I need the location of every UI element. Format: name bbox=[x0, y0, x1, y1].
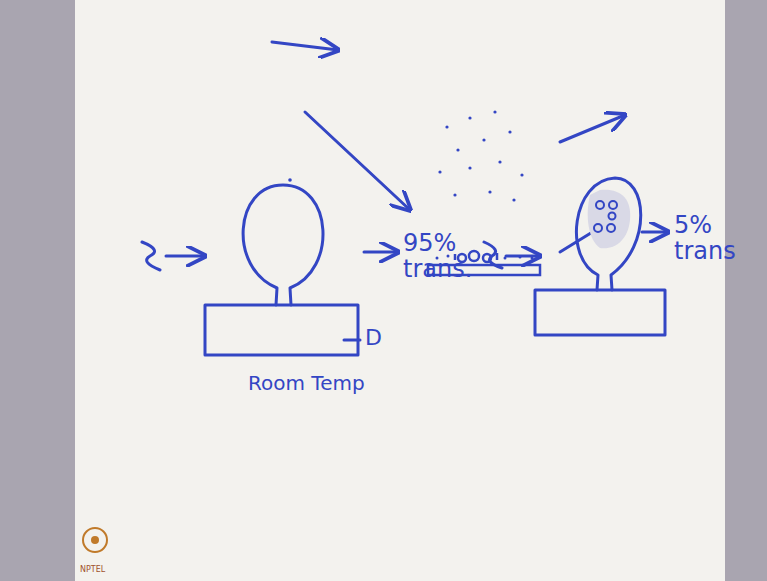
cloud-region bbox=[588, 190, 631, 249]
flask-clear bbox=[142, 185, 398, 355]
flask-cloudy bbox=[484, 178, 668, 335]
label-text: NPTEL bbox=[80, 565, 105, 574]
label-text: D bbox=[365, 325, 382, 350]
paper bbox=[75, 0, 725, 581]
label-text: 5% trans bbox=[674, 211, 736, 265]
transmission-label: 5% trans bbox=[674, 212, 738, 265]
label-text: 95% trans. bbox=[403, 229, 472, 283]
detector-label: D bbox=[365, 326, 382, 350]
condition-label: Room Temp bbox=[248, 372, 365, 394]
nptel-logo bbox=[83, 528, 107, 552]
label-text: Room Temp bbox=[248, 371, 365, 395]
transmission-label: 95% trans. bbox=[403, 230, 475, 283]
suspended-particles bbox=[594, 201, 617, 232]
watermark: NPTEL bbox=[80, 558, 105, 576]
